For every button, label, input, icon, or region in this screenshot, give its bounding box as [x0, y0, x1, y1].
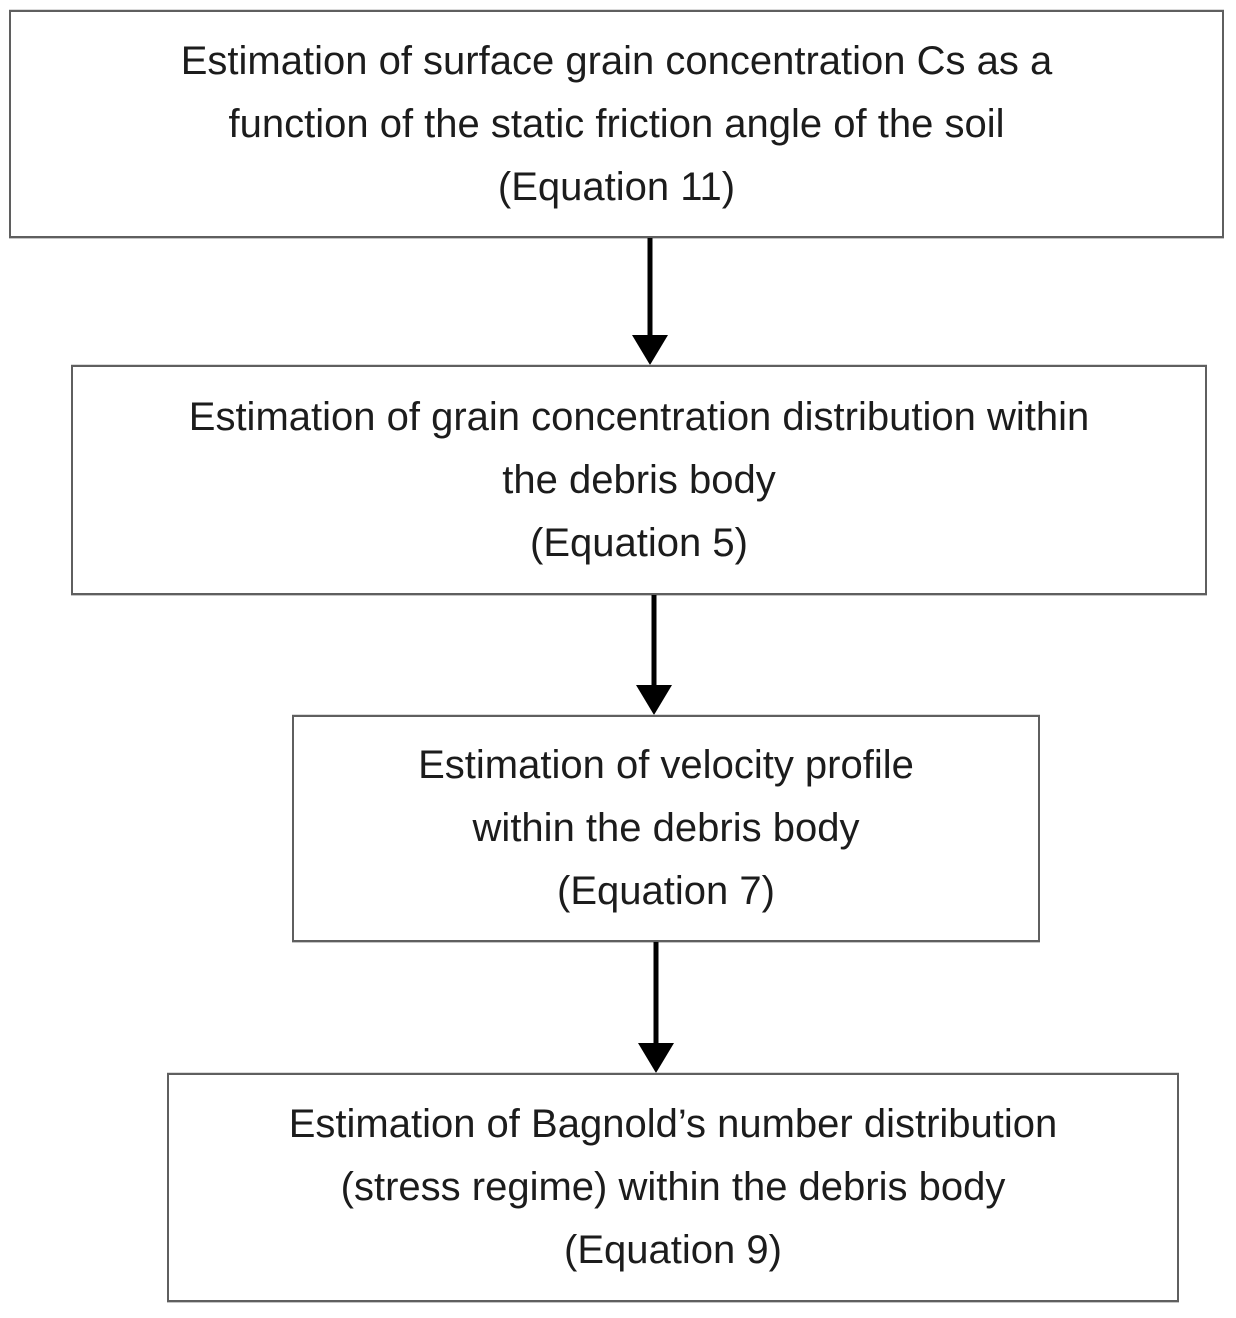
flow-step-text-line: within the debris body	[472, 806, 860, 850]
flow-arrow-down-3-icon	[638, 942, 674, 1073]
flow-step-text-line: Estimation of Bagnold’s number distribut…	[288, 1102, 1058, 1146]
flow-step-text-line: Estimation of velocity profile	[418, 743, 914, 787]
flow-step-text-line: Estimation of surface grain concentratio…	[180, 38, 1053, 83]
flow-step-text-line: (stress regime) within the debris body	[340, 1165, 1006, 1209]
flow-step-text-line: function of the static friction angle of…	[228, 101, 1005, 146]
flow-step-velocity-profile: Estimation of velocity profile within th…	[292, 715, 1040, 942]
flow-step-equation-ref: (Equation 5)	[530, 520, 748, 565]
flow-step-text-line: Estimation of grain concentration distri…	[188, 394, 1090, 439]
flow-step-surface-grain-concentration: Estimation of surface grain concentratio…	[9, 10, 1224, 238]
flow-step-text-line: the debris body	[502, 457, 776, 502]
flow-step-grain-concentration-distribution: Estimation of grain concentration distri…	[71, 365, 1207, 595]
flow-step-equation-ref: (Equation 9)	[564, 1228, 782, 1272]
flow-step-equation-ref: (Equation 7)	[557, 869, 775, 913]
flow-arrow-down-1-icon	[632, 238, 668, 365]
flow-step-equation-ref: (Equation 11)	[497, 164, 736, 209]
flow-step-bagnolds-number-distribution: Estimation of Bagnold’s number distribut…	[167, 1073, 1179, 1302]
flow-arrow-down-2-icon	[636, 595, 672, 715]
